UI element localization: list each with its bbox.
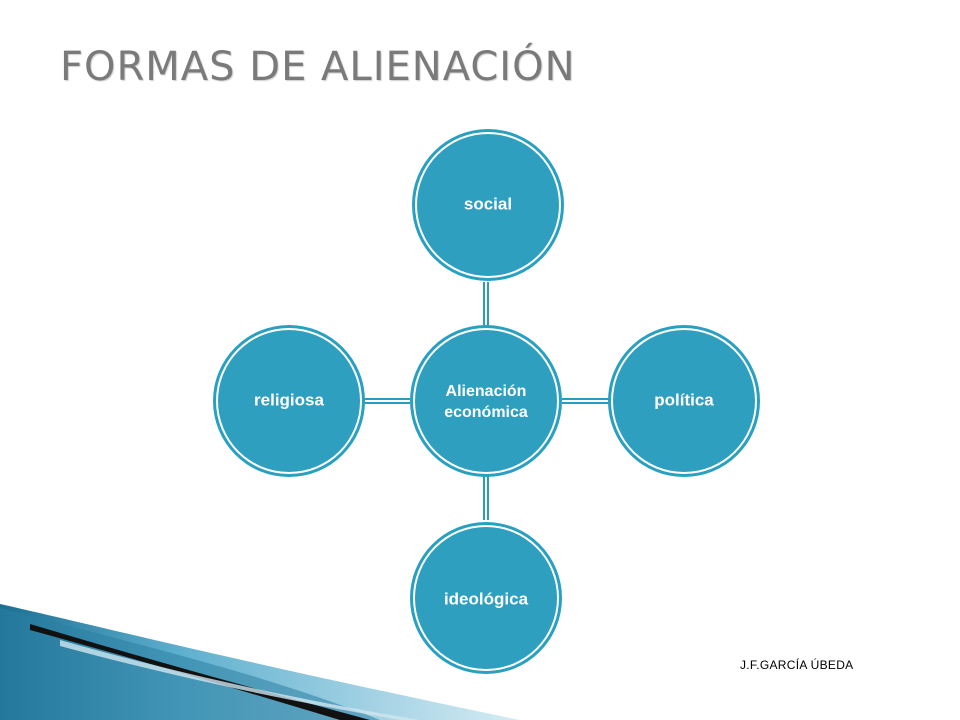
author-footer: J.F.GARCÍA ÚBEDA: [740, 658, 854, 672]
node-social-label: social: [464, 194, 512, 213]
center-node: Alienación económica: [410, 325, 562, 477]
node-ideologica: ideológica: [410, 522, 562, 674]
center-node-label-line1: Alienación: [446, 383, 527, 400]
node-religiosa-label: religiosa: [254, 390, 324, 409]
node-religiosa: religiosa: [213, 325, 365, 477]
node-social: social: [412, 129, 564, 281]
node-politica: política: [608, 325, 760, 477]
slide-title: FORMAS DE ALIENACIÓN: [60, 44, 576, 90]
node-ideologica-label: ideológica: [444, 589, 529, 608]
center-node-label-line2: económica: [444, 404, 528, 421]
node-politica-label: política: [654, 390, 714, 409]
